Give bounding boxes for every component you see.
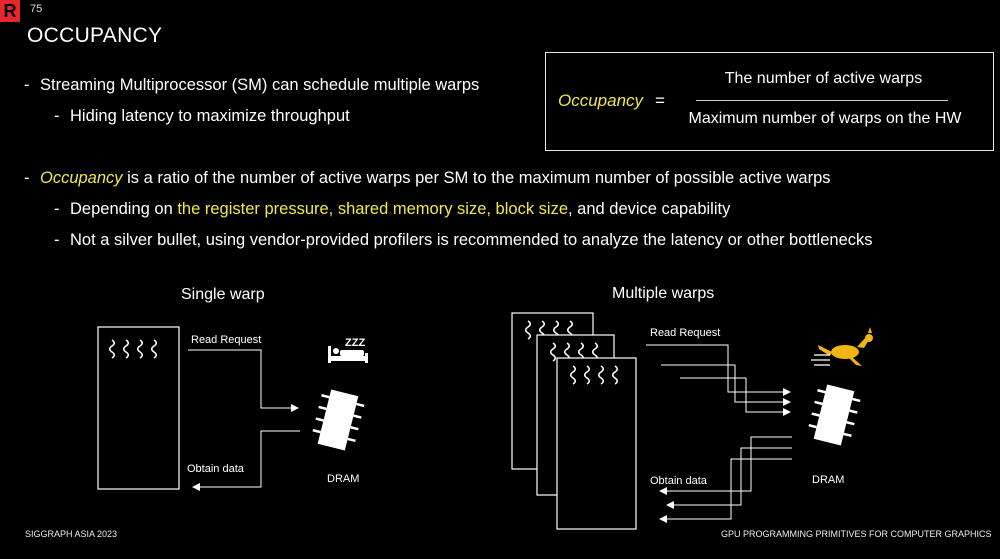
single-obtain-data-label: Obtain data [187, 463, 245, 475]
bullet-1-sub-text: Hiding latency to maximize throughput [70, 107, 350, 125]
bullet-2-sub-1: -Depending on the register pressure, sha… [54, 200, 731, 218]
footer-left: SIGGRAPH ASIA 2023 [25, 529, 118, 539]
obtain-data-arrow [192, 430, 300, 491]
single-dram-label: DRAM [327, 473, 359, 485]
logo: R [0, 0, 20, 22]
sleeping-bed-icon [328, 346, 368, 363]
multi-obtain-data-arrows [659, 436, 792, 523]
footer-right: GPU PROGRAMMING PRIMITIVES FOR COMPUTER … [721, 529, 992, 539]
read-request-arrow [188, 349, 299, 412]
warp-block [97, 326, 180, 490]
bullet-1: -Streaming Multiprocessor (SM) can sched… [24, 76, 480, 94]
warp-threads-icon [108, 339, 158, 359]
occupancy-formula-box [545, 52, 994, 151]
bullet-2-sub-1-post: , and device capability [568, 200, 731, 218]
multi-read-request-label: Read Request [650, 327, 720, 339]
bullet-1-sub: -Hiding latency to maximize throughput [54, 107, 350, 125]
slide-number: 75 [30, 3, 43, 15]
multi-obtain-data-label: Obtain data [650, 475, 708, 487]
formula-denominator: Maximum number of warps on the HW [688, 110, 962, 127]
single-warp-diagram [97, 326, 368, 491]
bullet-2-sub-1-highlight: the register pressure, shared memory siz… [177, 200, 568, 218]
formula-lhs: Occupancy [558, 91, 644, 110]
warp-block-3 [556, 357, 637, 530]
multi-dram-chip-icon [807, 383, 862, 447]
formula-numerator: The number of active warps [724, 70, 923, 87]
dram-chip-icon [311, 388, 366, 452]
kangaroo-icon [818, 327, 873, 366]
bullet-2-sub-2: -Not a silver bullet, using vendor-provi… [54, 231, 873, 249]
multi-dram-label: DRAM [812, 474, 844, 486]
bullet-2: -Occupancy is a ratio of the number of a… [24, 169, 831, 187]
formula-equals: = [655, 91, 665, 110]
slide-title: OCCUPANCY [27, 24, 163, 47]
bullet-1-text: Streaming Multiprocessor (SM) can schedu… [40, 76, 480, 94]
occupancy-term: Occupancy [40, 169, 123, 187]
formula-fraction-bar [696, 100, 948, 101]
multi-read-request-arrows [646, 344, 791, 416]
bullet-2-text: is a ratio of the number of active warps… [122, 169, 831, 187]
bullet-2-sub-2-text: Not a silver bullet, using vendor-provid… [70, 231, 873, 249]
single-warp-title: Single warp [181, 286, 265, 303]
multiple-warps-title: Multiple warps [612, 285, 715, 302]
sleep-zzz-label: ZZZ [345, 337, 365, 349]
bullet-2-sub-1-pre: Depending on [70, 200, 178, 218]
multiple-warps-diagram [511, 312, 873, 530]
single-read-request-label: Read Request [191, 334, 261, 346]
speed-lines-icon [811, 354, 830, 366]
